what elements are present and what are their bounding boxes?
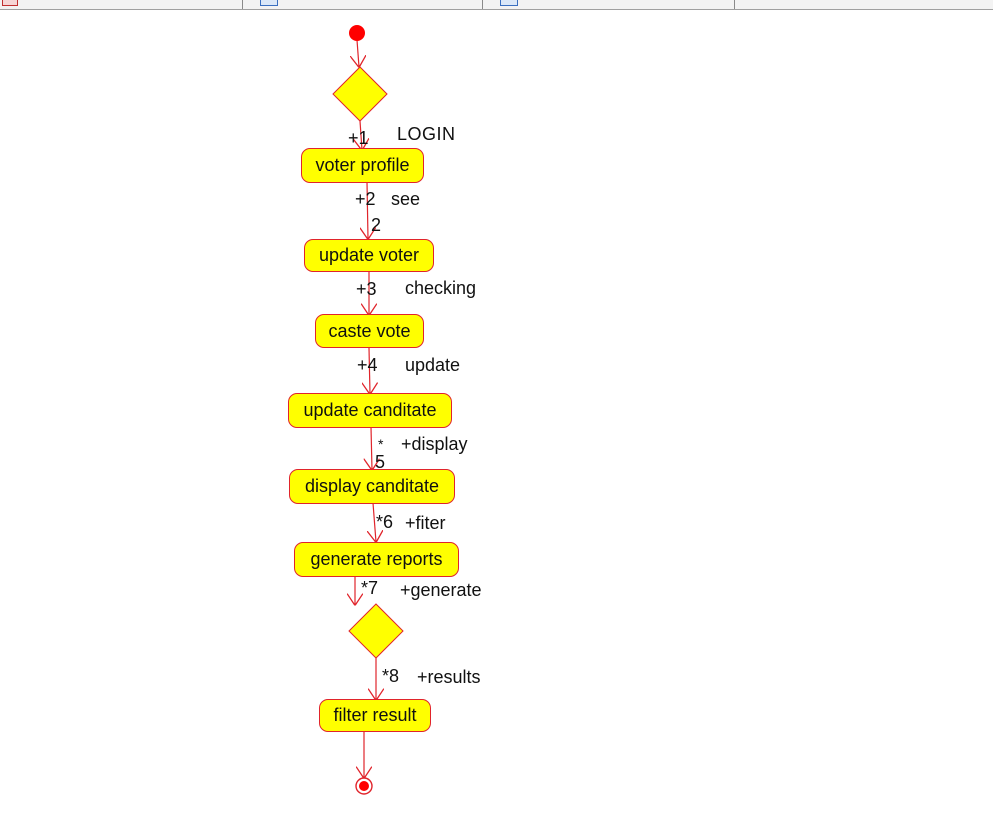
activity-update-canditate[interactable]: update canditate	[288, 393, 452, 428]
activity-caste-vote[interactable]: caste vote	[315, 314, 424, 348]
transition-1-multiplicity: +1	[348, 128, 369, 148]
activity-generate-reports[interactable]: generate reports	[294, 542, 459, 577]
transition-3-multiplicity: +3	[356, 279, 377, 299]
transition-4-name: update	[405, 355, 461, 375]
decision-node-login[interactable]	[332, 66, 388, 122]
transition-5-name: +display	[401, 434, 468, 454]
transition-2-name: see	[391, 189, 421, 209]
flow-login[interactable]	[360, 120, 362, 150]
flow-display[interactable]	[371, 426, 372, 470]
transition-4-multiplicity: +4	[357, 355, 378, 375]
transition-6-name: +fiter	[405, 513, 446, 533]
transition-8-name: +results	[417, 667, 481, 687]
transition-5-multiplicity: *	[378, 436, 384, 452]
activity-display-canditate[interactable]: display canditate	[289, 469, 455, 504]
decision-node-results[interactable]	[348, 603, 404, 659]
transition-3-name: checking	[405, 278, 477, 298]
transition-2-extra: 2	[371, 215, 382, 235]
flow-fiter[interactable]	[373, 502, 376, 542]
diagram-icon	[260, 0, 278, 6]
transition-1-name: LOGIN	[397, 124, 456, 144]
final-node-core	[359, 781, 369, 791]
activity-voter-profile[interactable]: voter profile	[301, 148, 424, 183]
transition-6-multiplicity: *6	[376, 512, 394, 532]
document-tab-2[interactable]	[242, 0, 483, 9]
activity-update-voter[interactable]: update voter	[304, 239, 434, 272]
transition-2-multiplicity: +2	[355, 189, 376, 209]
document-tab-1[interactable]	[0, 0, 243, 9]
diagram-icon	[500, 0, 518, 6]
flow-start-to-decision[interactable]	[357, 39, 359, 67]
flow-update[interactable]	[369, 347, 370, 394]
activity-filter-result[interactable]: filter result	[319, 699, 431, 732]
flow-see[interactable]	[367, 181, 368, 239]
document-tab-3[interactable]	[482, 0, 735, 9]
transition-8-multiplicity: *8	[382, 666, 400, 686]
transition-7-multiplicity: *7	[361, 578, 379, 598]
document-tab-strip	[0, 0, 993, 10]
transition-5-extra: 5	[375, 452, 386, 472]
diagram-icon	[2, 0, 18, 6]
initial-node[interactable]	[349, 25, 365, 41]
transition-7-name: +generate	[400, 580, 482, 600]
